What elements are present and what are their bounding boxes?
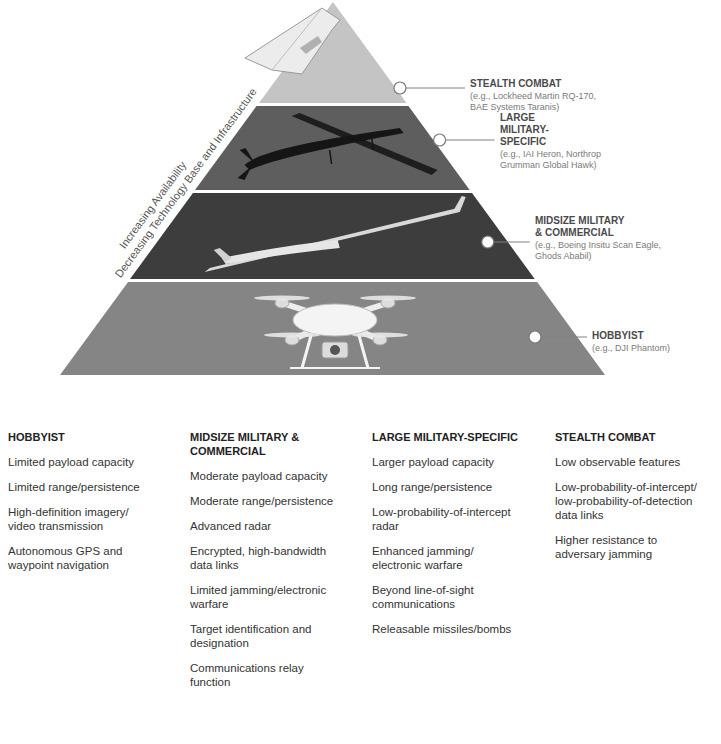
feature-column: STEALTH COMBAT Low observable featuresLow… bbox=[555, 430, 705, 561]
feature-item: Enhanced jamming/ electronic warfare bbox=[372, 544, 492, 572]
pyramid-band: MIDSIZE MILITARY & COMMERCIAL(e.g., Boei… bbox=[130, 193, 535, 279]
feature-item: Moderate payload capacity bbox=[190, 469, 340, 483]
feature-item: Low-probability-of-intercept radar bbox=[372, 505, 522, 533]
pyramid-band: HOBBYIST(e.g., DJI Phantom) bbox=[60, 282, 605, 375]
feature-item: Autonomous GPS and waypoint navigation bbox=[8, 544, 158, 572]
column-heading: STEALTH COMBAT bbox=[555, 430, 705, 444]
feature-item: Long range/persistence bbox=[372, 480, 522, 494]
feature-item: Moderate range/persistence bbox=[190, 494, 340, 508]
feature-item: Encrypted, high-bandwidth data links bbox=[190, 544, 340, 572]
feature-item: High-definition imagery/ video transmiss… bbox=[8, 505, 158, 533]
leader-line bbox=[494, 242, 530, 243]
band-shape bbox=[130, 193, 535, 279]
callout-marker bbox=[434, 134, 446, 146]
feature-item: Advanced radar bbox=[190, 519, 340, 533]
category-heading: STEALTH COMBAT bbox=[470, 78, 640, 90]
pyramid-band: STEALTH COMBAT(e.g., Lockheed Martin RQ-… bbox=[259, 2, 407, 103]
column-heading: LARGE MILITARY-SPECIFIC bbox=[372, 430, 522, 444]
feature-item: Target identification and designation bbox=[190, 622, 340, 650]
leader-line bbox=[406, 88, 465, 89]
band-shape bbox=[60, 282, 605, 375]
example-list: (e.g., Lockheed Martin RQ-170, BAE Syste… bbox=[470, 91, 610, 113]
callout-marker bbox=[529, 331, 541, 343]
callout-label: MIDSIZE MILITARY & COMMERCIAL(e.g., Boei… bbox=[535, 215, 670, 262]
feature-item: Limited payload capacity bbox=[8, 455, 158, 469]
leader-line bbox=[446, 140, 495, 141]
feature-item: Releasable missiles/bombs bbox=[372, 622, 522, 636]
category-heading: HOBBYIST bbox=[592, 330, 682, 342]
feature-column: LARGE MILITARY-SPECIFIC Larger payload ca… bbox=[372, 430, 522, 636]
feature-item: Low observable features bbox=[555, 455, 705, 469]
column-heading: HOBBYIST bbox=[8, 430, 158, 444]
callout-marker bbox=[394, 82, 406, 94]
example-list: (e.g., DJI Phantom) bbox=[592, 343, 692, 354]
band-fill bbox=[60, 282, 605, 375]
feature-item: Limited range/persistence bbox=[8, 480, 158, 494]
column-heading: MIDSIZE MILITARY & COMMERCIAL bbox=[190, 430, 305, 458]
example-list: (e.g., IAI Heron, Northrop Grumman Globa… bbox=[500, 149, 625, 171]
drone-illustration bbox=[245, 8, 465, 94]
feature-item: Low-probability-of-intercept/ low-probab… bbox=[555, 480, 705, 522]
drone-illustration bbox=[205, 196, 530, 272]
feature-item: Higher resistance to adversary jamming bbox=[555, 533, 695, 561]
feature-item: Larger payload capacity bbox=[372, 455, 522, 469]
callout-label: STEALTH COMBAT(e.g., Lockheed Martin RQ-… bbox=[470, 78, 640, 113]
feature-item: Communications relay function bbox=[190, 661, 340, 689]
example-list: (e.g., Boeing Insitu Scan Eagle, Ghods A… bbox=[535, 240, 670, 262]
band-fill bbox=[130, 193, 535, 279]
band-shape bbox=[259, 2, 407, 103]
feature-column: HOBBYIST Limited payload capacityLimited … bbox=[8, 430, 158, 572]
drone-illustration bbox=[238, 113, 495, 180]
feature-item: Beyond line-of-sight communications bbox=[372, 583, 522, 611]
leader-line bbox=[541, 337, 587, 338]
feature-column: MIDSIZE MILITARY & COMMERCIAL Moderate pa… bbox=[190, 430, 340, 689]
category-heading: LARGE MILITARY-SPECIFIC bbox=[500, 112, 580, 148]
drone-illustration bbox=[254, 296, 587, 369]
callout-label: LARGE MILITARY-SPECIFIC(e.g., IAI Heron,… bbox=[500, 112, 625, 171]
category-heading: MIDSIZE MILITARY & COMMERCIAL bbox=[535, 215, 625, 239]
callout-marker bbox=[482, 236, 494, 248]
callout-label: HOBBYIST(e.g., DJI Phantom) bbox=[592, 330, 692, 354]
feature-item: Limited jamming/electronic warfare bbox=[190, 583, 340, 611]
